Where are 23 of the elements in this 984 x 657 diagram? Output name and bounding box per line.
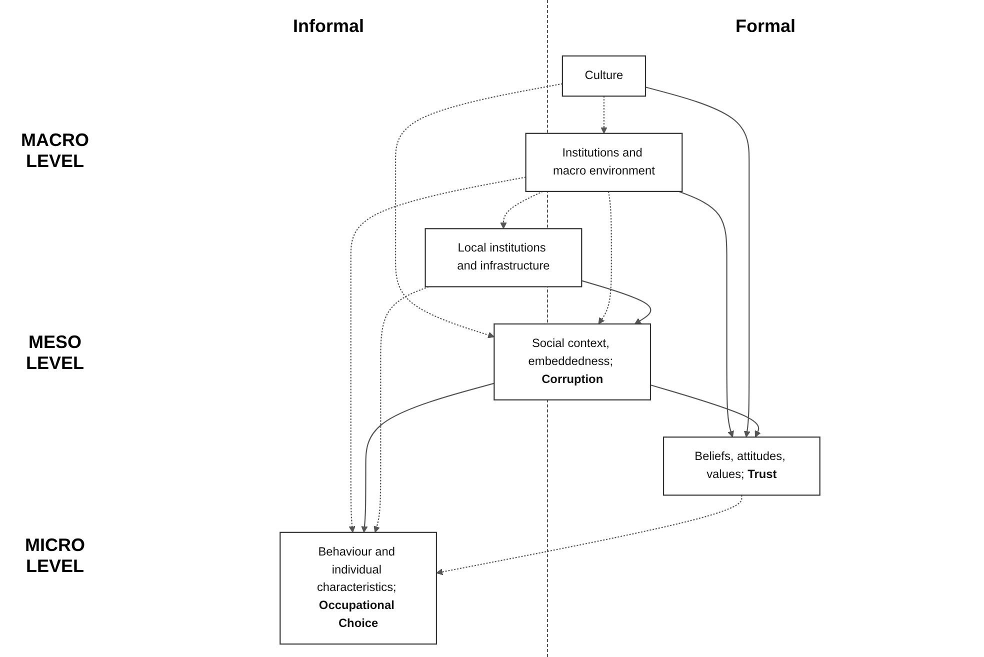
arrow: [650, 384, 761, 438]
arrow: [361, 382, 494, 533]
node-box: Local institutions and infrastructure: [424, 228, 582, 288]
arrow: [645, 86, 750, 438]
arrow: [598, 191, 612, 324]
arrow: [394, 83, 563, 338]
node-box: Institutions and macro environment: [525, 132, 683, 192]
arrow: [581, 280, 652, 324]
node-box: Culture: [562, 55, 646, 97]
level-label: MICRO LEVEL: [24, 534, 86, 577]
arrow: [348, 176, 526, 533]
arrow: [374, 286, 429, 533]
node-box: Social context, embeddedness; Corruption: [494, 323, 652, 400]
arrow: [500, 190, 543, 229]
arrow: [678, 190, 734, 438]
node-box: Beliefs, attitudes, values; Trust: [662, 436, 820, 496]
column-heading: Formal: [734, 15, 796, 38]
arrow: [436, 495, 742, 576]
arrow: [600, 96, 608, 134]
column-heading: Informal: [292, 15, 365, 38]
level-label: MACRO LEVEL: [20, 130, 90, 172]
node-box: Behaviour and individual characteristics; Occupational Choice: [280, 532, 438, 645]
level-label: MESO LEVEL: [24, 332, 85, 374]
